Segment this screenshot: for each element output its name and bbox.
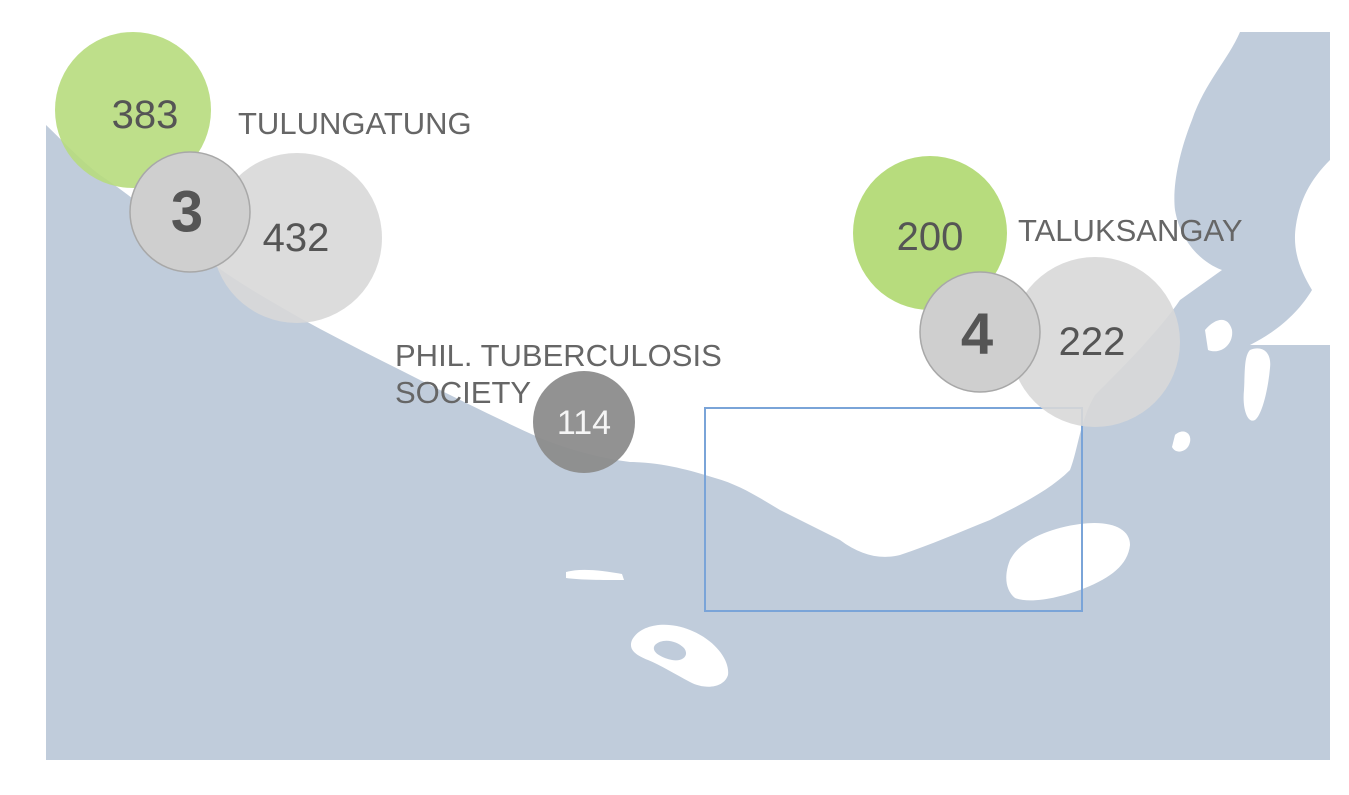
taluksangay-green-circle	[853, 156, 1007, 310]
ptsociety-circle	[533, 371, 635, 473]
tulungatung-gray-value: 432	[263, 216, 330, 260]
taluksangay-count-circle	[919, 271, 1041, 393]
tulungatung-gray-circle	[212, 153, 382, 323]
taluksangay-gray-value: 222	[1059, 320, 1126, 364]
selection-box[interactable]	[704, 407, 1083, 612]
tulungatung-count-circle	[129, 151, 251, 273]
ptsociety-label-line1: PHIL. TUBERCULOSIS	[395, 338, 722, 373]
island-east-large	[1006, 522, 1130, 601]
tulungatung-green-value: 383	[112, 93, 179, 137]
tulungatung-count: 3	[171, 180, 203, 245]
island-east-small	[1243, 348, 1271, 421]
taluksangay-count: 4	[961, 302, 993, 367]
island-east-tiny	[1205, 319, 1233, 352]
marker-tulungatung[interactable]: 383 432 3 TULUNGATUNG	[55, 32, 472, 323]
island-east-dot	[1172, 431, 1191, 452]
land-east-coast	[1250, 160, 1330, 345]
ptsociety-value: 114	[557, 404, 611, 442]
island-south-ring	[630, 624, 729, 687]
taluksangay-label: TALUKSANGAY	[1018, 213, 1243, 248]
ptsociety-label-line2: SOCIETY	[395, 375, 531, 410]
island-south-strip	[566, 569, 624, 580]
tulungatung-label: TULUNGATUNG	[238, 106, 472, 141]
taluksangay-green-value: 200	[897, 215, 964, 259]
marker-phil-tuberculosis-society[interactable]: 114 PHIL. TUBERCULOSIS SOCIETY	[395, 338, 722, 473]
taluksangay-gray-circle	[1010, 257, 1180, 427]
marker-taluksangay[interactable]: 200 222 4 TALUKSANGAY	[853, 156, 1243, 427]
tulungatung-green-circle	[55, 32, 211, 188]
